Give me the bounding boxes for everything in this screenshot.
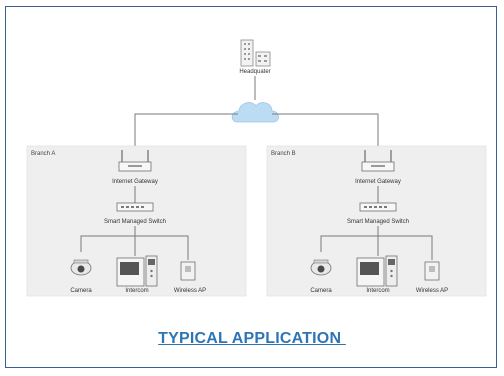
branch-b-switch-label: Smart Managed Switch (347, 219, 409, 225)
branch-b-switch-icon (359, 202, 397, 212)
branch-b-title: Branch B (271, 151, 296, 157)
branch-a-device-label: Intercom (125, 288, 148, 294)
branch-b-device-label: Intercom (366, 288, 389, 294)
headquarter-label: Headquater (239, 69, 270, 75)
branch-b-gateway-label: Internet Gateway (355, 179, 401, 185)
branch-a-wireless-ap-icon (180, 261, 196, 281)
branch-a-intercom-icon (116, 255, 158, 287)
headquarter-building-icon (240, 39, 271, 67)
branch-a-switch-icon (116, 202, 154, 212)
branch-b-intercom-icon (356, 255, 398, 287)
branch-a-gateway-label: Internet Gateway (112, 179, 158, 185)
branch-a-device-label: Wireless AP (174, 288, 206, 294)
branch-b-device-label: Camera (310, 288, 332, 294)
branch-b-gateway-icon (361, 150, 395, 172)
branch-a-title: Branch A (31, 151, 55, 157)
branch-a-gateway-icon (118, 150, 152, 172)
branch-a-camera-icon (70, 259, 92, 276)
cloud-icon (231, 102, 279, 123)
branch-b-device-label: Wireless AP (416, 288, 448, 294)
branch-b-camera-icon (310, 259, 332, 276)
branch-b-wireless-ap-icon (424, 261, 440, 281)
branch-a-switch-label: Smart Managed Switch (104, 219, 166, 225)
figure-caption: TYPICAL APPLICATION (158, 330, 346, 347)
branch-a-device-label: Camera (70, 288, 92, 294)
